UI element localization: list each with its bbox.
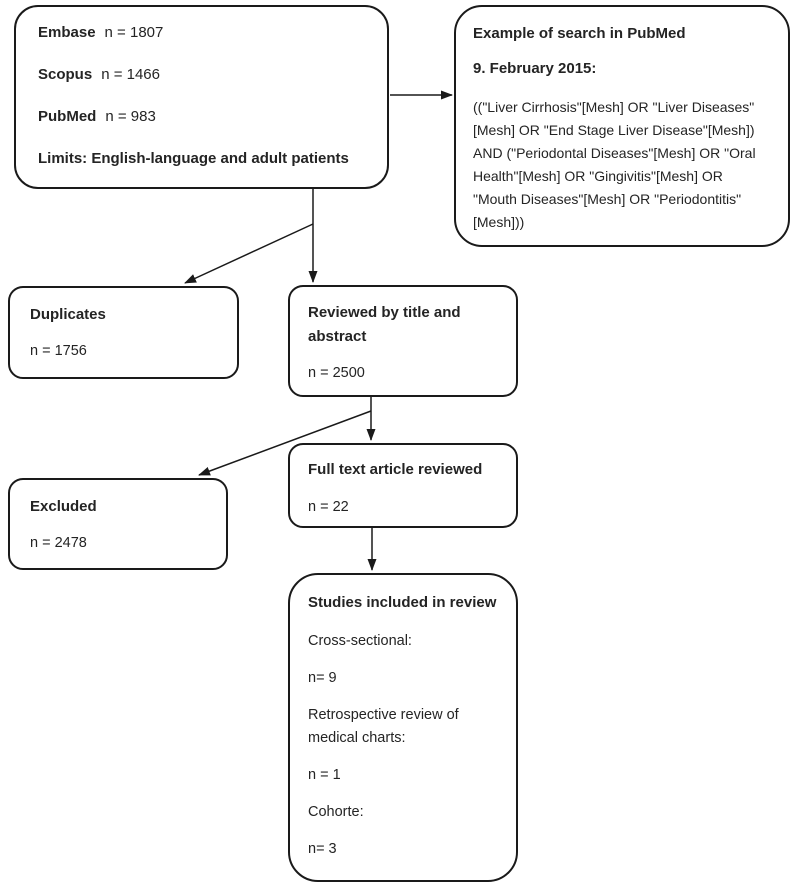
source-row-embase: Embase n = 1807 <box>38 23 365 43</box>
limits-text: Limits: English-language and adult patie… <box>38 150 349 167</box>
search-example-title: Example of search in PubMed <box>473 25 686 42</box>
box-sources: Embase n = 1807 Scopus n = 1466 PubMed n = … <box>14 5 389 189</box>
box-full-text: Full text article reviewed n = 22 <box>288 443 518 528</box>
full-text-title: Full text article reviewed <box>308 461 483 478</box>
excluded-count: n = 2478 <box>30 535 87 551</box>
source-count: n = 983 <box>105 108 156 125</box>
box-duplicates: Duplicates n = 1756 <box>8 286 239 379</box>
box-search-example: Example of search in PubMed 9. February … <box>454 5 790 247</box>
box-included: Studies included in review Cross-section… <box>288 573 518 882</box>
duplicates-count: n = 1756 <box>30 343 87 359</box>
source-db-name: Scopus <box>38 66 93 83</box>
included-title: Studies included in review <box>308 594 497 611</box>
source-row-pubmed: PubMed n = 983 <box>38 107 365 127</box>
box-excluded: Excluded n = 2478 <box>8 478 228 570</box>
full-text-count: n = 22 <box>308 499 349 515</box>
source-db-name: PubMed <box>38 108 97 125</box>
source-count: n = 1466 <box>101 66 160 83</box>
included-entry-label: Cohorte: <box>308 804 364 820</box>
box-title-abstract: Reviewed by title and abstract n = 2500 <box>288 285 518 397</box>
source-db-name: Embase <box>38 24 96 41</box>
source-row-scopus: Scopus n = 1466 <box>38 65 365 85</box>
included-entry-count: n= 3 <box>308 841 337 857</box>
excluded-title: Excluded <box>30 498 97 515</box>
duplicates-title: Duplicates <box>30 306 106 323</box>
source-count: n = 1807 <box>104 24 164 41</box>
included-entry-label: Retrospective review of medical charts: <box>308 707 459 746</box>
included-entry-label: Cross-sectional: <box>308 633 412 649</box>
included-entry-count: n = 1 <box>308 767 341 783</box>
title-abstract-count: n = 2500 <box>308 365 365 381</box>
title-abstract-title: Reviewed by title and abstract <box>308 304 461 345</box>
arrow-sources-to-duplicates <box>184 223 314 284</box>
search-query: (("Liver Cirrhosis"[Mesh] OR "Liver Dise… <box>473 99 756 230</box>
search-date: 9. February 2015: <box>473 60 597 77</box>
included-entry-count: n= 9 <box>308 670 337 686</box>
